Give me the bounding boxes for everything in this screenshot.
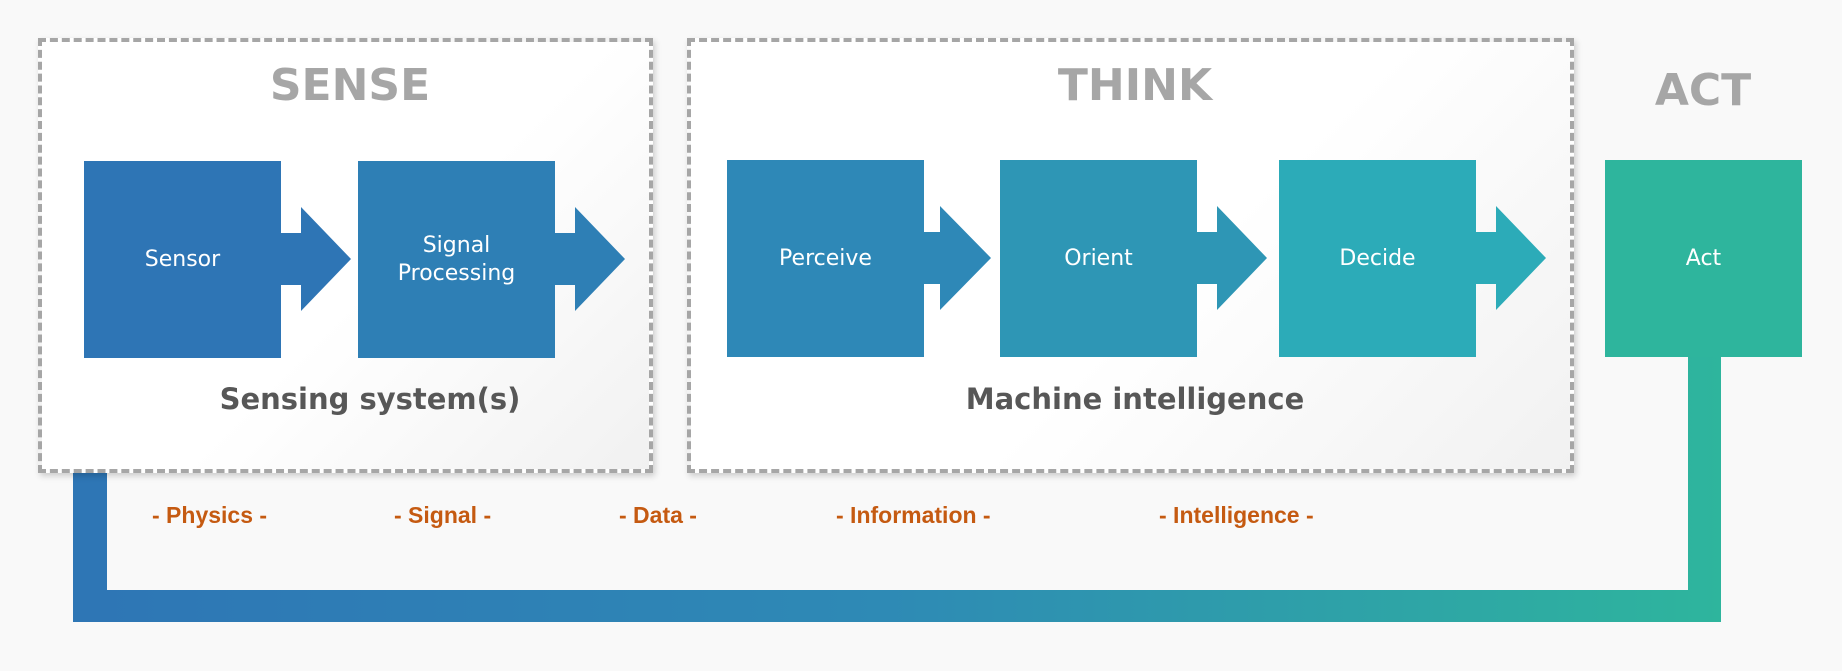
signal-processing-block: Signal Processing (358, 161, 555, 358)
orient-label: Orient (1064, 245, 1133, 271)
flow-label-signal: - Signal - (394, 502, 492, 528)
think-title: THINK (1057, 60, 1213, 111)
machine-intelligence-label: Machine intelligence (965, 382, 1305, 416)
arrow-right-icon (281, 207, 351, 311)
arrow-right-icon (555, 207, 625, 311)
sensing-systems-label: Sensing system(s) (219, 382, 521, 416)
act-title: ACT (1654, 65, 1752, 116)
sensor-block: Sensor (84, 161, 281, 358)
flow-label-intelligence: - Intelligence - (1159, 502, 1314, 528)
act-label: Act (1685, 245, 1722, 271)
orient-block: Orient (1000, 160, 1197, 357)
act-block: Act (1605, 160, 1802, 357)
arrow-right-icon (924, 206, 991, 310)
decide-block: Decide (1279, 160, 1476, 357)
flow-label-information: - Information - (836, 502, 991, 528)
flow-label-data: - Data - (619, 502, 697, 528)
flow-label-physics: - Physics - (152, 502, 268, 528)
perceive-label: Perceive (779, 245, 872, 271)
sense-title: SENSE (269, 60, 431, 111)
decide-label: Decide (1339, 245, 1416, 271)
sensor-label: Sensor (144, 246, 221, 272)
signal-processing-label: Signal Processing (397, 232, 516, 286)
arrow-right-icon (1476, 206, 1546, 310)
feedback-loop-path (56, 356, 1721, 622)
perceive-block: Perceive (727, 160, 924, 357)
arrow-right-icon (1197, 206, 1267, 310)
